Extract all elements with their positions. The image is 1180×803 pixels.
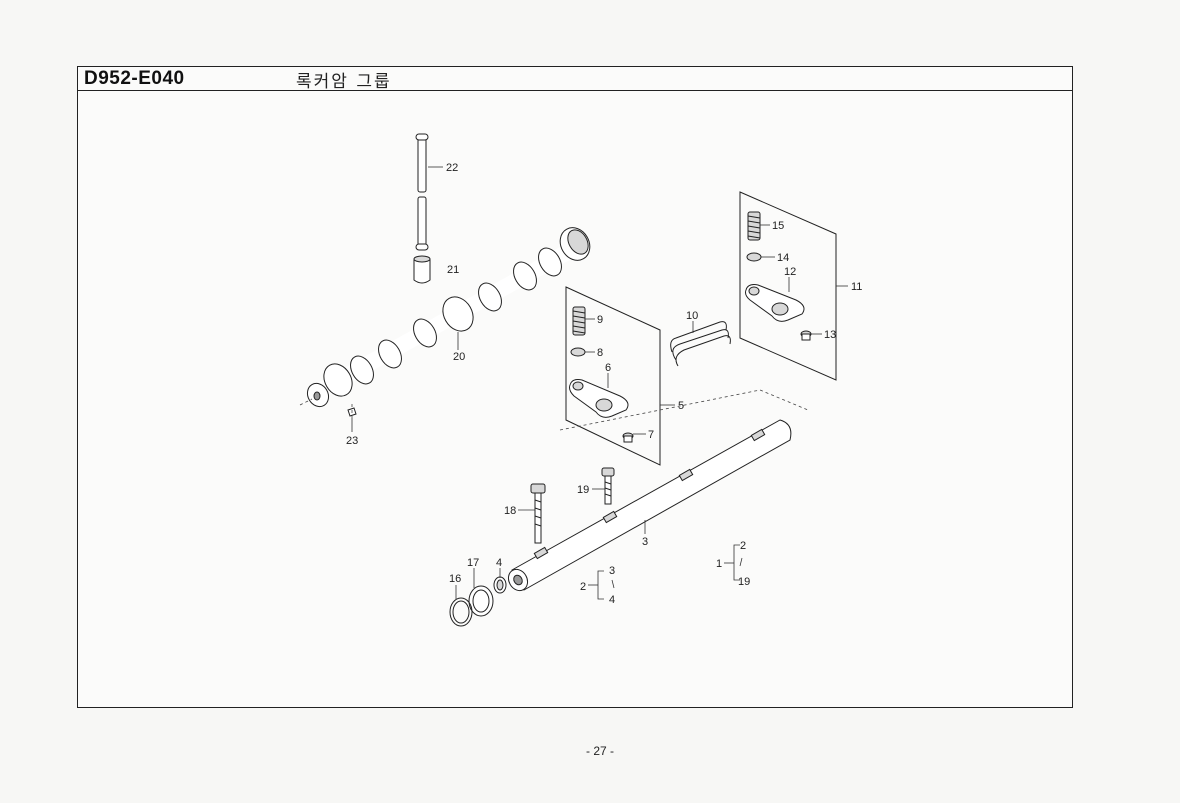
bolt-19	[592, 467, 615, 505]
snap-ring-16	[449, 585, 473, 627]
callout-5: 5	[678, 400, 684, 412]
callout-1-assembly: 1	[716, 558, 722, 570]
assembly-bracket-1	[724, 544, 743, 581]
assembly-bracket-2	[588, 570, 615, 600]
camshaft-20	[299, 227, 591, 408]
callout-19-bolt: 19	[577, 484, 589, 496]
spacer-4	[493, 568, 507, 594]
callout-18: 18	[504, 505, 516, 517]
rocker-shaft-3	[507, 389, 809, 592]
tappet-21	[413, 255, 431, 284]
nut-8	[570, 347, 595, 357]
callout-4-range: 4	[609, 594, 615, 606]
callout-4-spacer: 4	[496, 557, 502, 569]
nut-14	[746, 252, 775, 262]
document-title: 록커암 그룹	[296, 72, 392, 92]
callout-22: 22	[446, 162, 458, 174]
callout-14: 14	[777, 252, 789, 264]
callout-11: 11	[851, 281, 862, 293]
callout-17: 17	[467, 557, 479, 569]
callout-2-assembly: 2	[580, 581, 586, 593]
spring-9	[572, 306, 595, 336]
callout-23: 23	[346, 435, 358, 447]
spring-10	[670, 321, 731, 367]
washer-17	[468, 568, 494, 617]
title-bar: D952-E040 록커암 그룹	[78, 67, 1072, 92]
callout-19-range: 19	[738, 576, 750, 588]
callout-21: 21	[447, 264, 459, 276]
screw-7	[622, 432, 646, 443]
callout-9: 9	[597, 314, 603, 326]
callout-6: 6	[605, 362, 611, 374]
rocker-arm-12	[745, 277, 805, 322]
bolt-18	[518, 483, 546, 544]
document-code: D952-E040	[84, 68, 185, 89]
key-23	[347, 404, 357, 432]
callout-3-range: 3	[609, 565, 615, 577]
callout-10: 10	[686, 310, 698, 322]
screw-13	[800, 330, 822, 341]
push-rod-22	[415, 133, 443, 251]
callout-12: 12	[784, 266, 796, 278]
callout-2-range: 2	[740, 540, 746, 552]
callout-15: 15	[772, 220, 784, 232]
page-number: - 27 -	[585, 744, 614, 758]
callout-7: 7	[648, 429, 654, 441]
rocker-arm-6	[569, 373, 629, 418]
rocker-arm-assembly-11	[739, 191, 848, 381]
callout-13: 13	[824, 329, 836, 341]
rocker-arm-assembly-5	[565, 286, 675, 466]
callout-8: 8	[597, 347, 603, 359]
spring-15	[747, 211, 770, 241]
callout-3-shaft: 3	[642, 536, 648, 548]
callout-20: 20	[453, 351, 465, 363]
callout-16: 16	[449, 573, 461, 585]
